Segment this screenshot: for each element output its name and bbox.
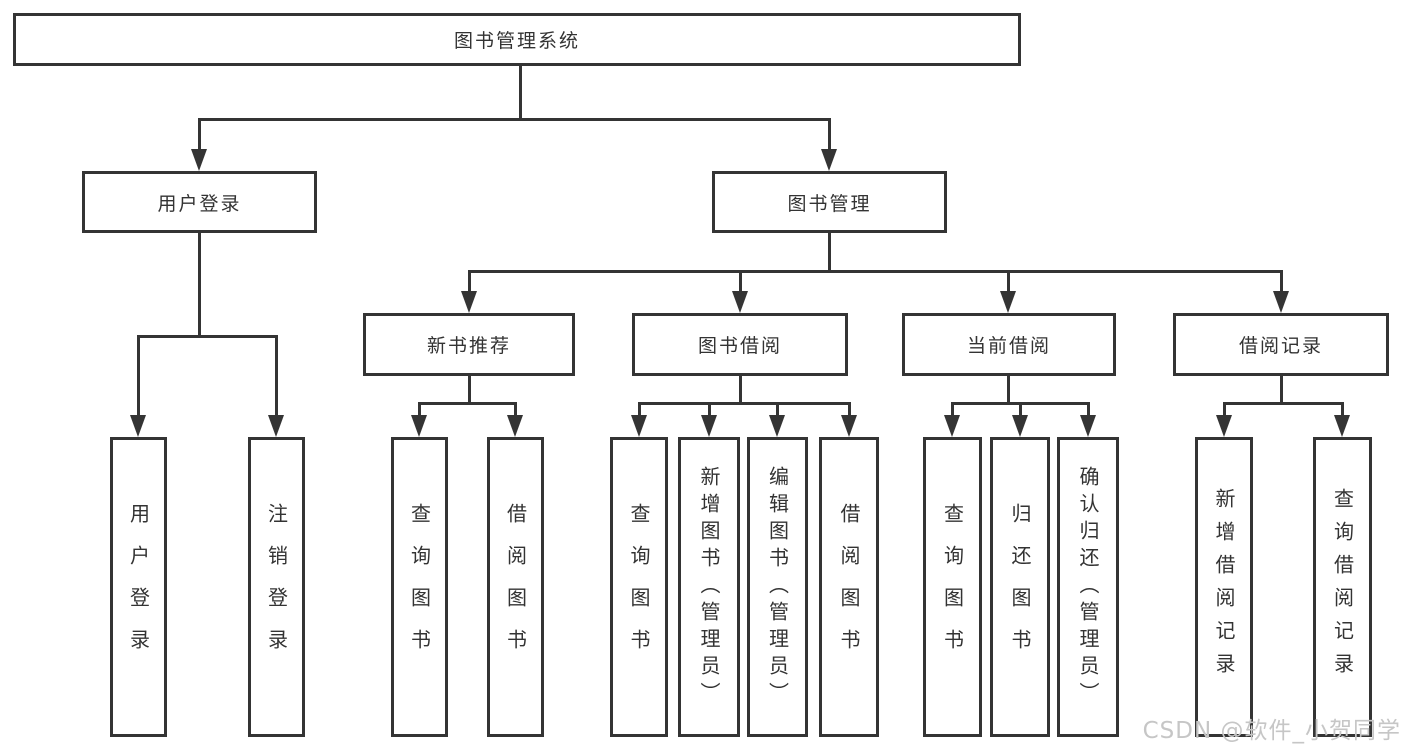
connector-borrowing-records-hline [1222, 402, 1344, 405]
arrow-down-icon [130, 415, 146, 437]
connector-new-book-hline [417, 402, 517, 405]
arrow-down-icon [732, 291, 748, 313]
leaf-label: 查询图书 [407, 503, 432, 671]
leaf-user-login: 用户登录 [110, 437, 167, 737]
node-book-borrowing: 图书借阅 [632, 313, 848, 376]
csdn-watermark: CSDN @软件_小贺同学 [1142, 718, 1401, 744]
leaf-label: 归还图书 [1008, 503, 1032, 671]
node-current-borrowing: 当前借阅 [902, 313, 1116, 376]
connector-to-leaf [775, 402, 779, 418]
arrow-down-icon [841, 415, 857, 437]
connector-root-hline [197, 118, 831, 121]
connector-user-login-hline [136, 335, 278, 338]
leaf-label: 借阅图书 [837, 503, 861, 671]
connector-to-leaf [950, 402, 954, 418]
connector-to-leaf-user-login [136, 335, 140, 418]
leaf-add-borrowing-record: 新增借阅记录 [1195, 437, 1253, 737]
leaf-label: 新增图书（管理员） [697, 465, 721, 709]
connector-to-book-borrowing [738, 270, 742, 294]
arrow-down-icon [1080, 415, 1096, 437]
connector-to-leaf [637, 402, 641, 418]
arrow-down-icon [1012, 415, 1028, 437]
leaf-return-books: 归还图书 [990, 437, 1050, 737]
arrow-down-icon [631, 415, 647, 437]
connector-to-book-management [827, 118, 831, 151]
arrow-down-icon [1000, 291, 1016, 313]
leaf-label: 确认归还（管理员） [1076, 465, 1100, 709]
connector-to-borrowing-records [1279, 270, 1283, 294]
leaf-borrow-books-recommendation: 借阅图书 [487, 437, 544, 737]
connector-current-borrowing-stem [1006, 376, 1010, 404]
connector-to-user-login [197, 118, 201, 151]
node-new-book-recommendation: 新书推荐 [363, 313, 575, 376]
connector-to-leaf [1340, 402, 1344, 418]
leaf-label: 注销登录 [264, 503, 289, 671]
connector-to-leaf [1222, 402, 1226, 418]
leaf-logout: 注销登录 [248, 437, 305, 737]
leaf-confirm-return-admin: 确认归还（管理员） [1057, 437, 1119, 737]
connector-to-leaf-logout [274, 335, 278, 418]
node-label: 图书借阅 [697, 335, 782, 357]
connector-to-current-borrowing [1006, 270, 1010, 294]
connector-book-borrowing-hline [637, 402, 851, 405]
node-label: 当前借阅 [966, 335, 1051, 357]
leaf-query-books-current: 查询图书 [923, 437, 982, 737]
leaf-label: 查询图书 [940, 503, 965, 671]
arrow-down-icon [268, 415, 284, 437]
node-user-login: 用户登录 [82, 171, 317, 233]
node-borrowing-records: 借阅记录 [1173, 313, 1389, 376]
arrow-down-icon [821, 149, 837, 171]
connector-to-leaf [417, 402, 421, 418]
connector-to-leaf [1018, 402, 1022, 418]
leaf-label: 编辑图书（管理员） [765, 465, 790, 709]
connector-to-leaf [707, 402, 711, 418]
node-library-management-system: 图书管理系统 [13, 13, 1021, 66]
node-label: 用户登录 [157, 192, 242, 215]
arrow-down-icon [701, 415, 717, 437]
leaf-edit-books-admin: 编辑图书（管理员） [747, 437, 808, 737]
leaf-label: 借阅图书 [503, 503, 528, 671]
arrow-down-icon [1273, 291, 1289, 313]
node-book-management: 图书管理 [712, 171, 947, 233]
connector-borrowing-records-stem [1279, 376, 1283, 404]
leaf-add-books-admin: 新增图书（管理员） [678, 437, 740, 737]
connector-book-management-hline [467, 270, 1283, 273]
connector-book-management-stem [827, 233, 831, 273]
leaf-label: 新增借阅记录 [1212, 488, 1236, 686]
arrow-down-icon [411, 415, 427, 437]
connector-new-book-stem [467, 376, 471, 404]
arrow-down-icon [191, 149, 207, 171]
arrow-down-icon [461, 291, 477, 313]
connector-to-new-book-recommendation [467, 270, 471, 294]
leaf-query-books-recommendation: 查询图书 [391, 437, 448, 737]
connector-to-leaf [513, 402, 517, 418]
connector-user-login-stem [197, 233, 201, 337]
arrow-down-icon [769, 415, 785, 437]
connector-book-borrowing-stem [738, 376, 742, 404]
leaf-query-books-borrowing: 查询图书 [610, 437, 668, 737]
leaf-label: 查询图书 [627, 503, 651, 671]
arrow-down-icon [1216, 415, 1232, 437]
arrow-down-icon [1334, 415, 1350, 437]
arrow-down-icon [507, 415, 523, 437]
connector-to-leaf [1086, 402, 1090, 418]
connector-to-leaf [847, 402, 851, 418]
leaf-borrow-books-borrowing: 借阅图书 [819, 437, 879, 737]
connector-root-stem [518, 66, 522, 121]
node-label: 新书推荐 [426, 335, 511, 357]
node-label: 图书管理 [787, 192, 872, 215]
arrow-down-icon [944, 415, 960, 437]
leaf-label: 用户登录 [126, 503, 151, 671]
leaf-query-borrowing-record: 查询借阅记录 [1313, 437, 1372, 737]
node-label: 图书管理系统 [453, 30, 580, 52]
leaf-label: 查询借阅记录 [1330, 488, 1355, 686]
node-label: 借阅记录 [1238, 335, 1323, 357]
